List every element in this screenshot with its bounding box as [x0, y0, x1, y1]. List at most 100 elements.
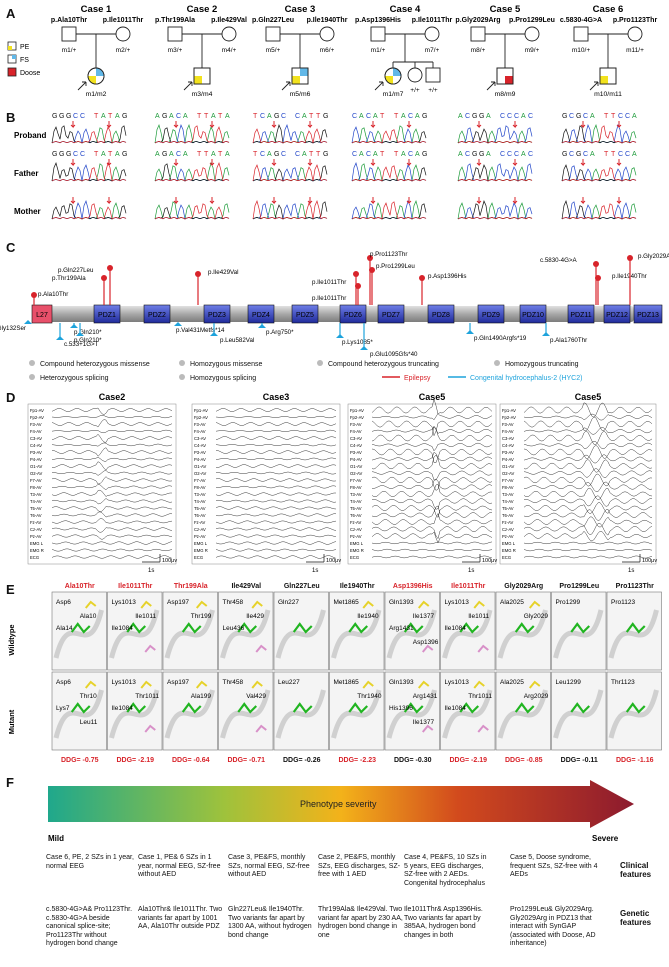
- base-letter: T: [611, 151, 616, 158]
- structure-cell: [606, 591, 662, 671]
- domain-label: PDZ5: [296, 312, 314, 319]
- eeg-title: Case3: [263, 392, 290, 402]
- genetic-features-label: Genetic features: [620, 909, 652, 927]
- eeg-trace: [371, 476, 493, 491]
- variant-arrow: [173, 121, 179, 129]
- variant-label-below: p.Lys1085*: [342, 339, 373, 346]
- mother-genotype: m9/+: [525, 47, 540, 54]
- structure-cell: [51, 591, 107, 671]
- structure-header: Ile429Val: [231, 583, 261, 590]
- base-letter: T: [218, 151, 223, 158]
- variant-arrow: [209, 121, 215, 129]
- base-letter: T: [309, 151, 314, 158]
- father-variant: p.Gly2029Arg: [455, 17, 500, 24]
- eeg-trace: [523, 516, 653, 528]
- trace-C: [561, 201, 637, 220]
- structure-header: Asp1396His: [393, 583, 433, 590]
- base-letter: A: [632, 151, 637, 158]
- hyc2-marker: [76, 332, 84, 336]
- trace-T: [351, 129, 427, 144]
- hyc2-marker: [336, 334, 344, 338]
- eeg-trace: [523, 555, 653, 559]
- structure-cell: [218, 671, 274, 751]
- ribbon: [442, 609, 493, 659]
- scale-amp-label: 100μv: [482, 558, 497, 564]
- channel-label: C4-AV: [194, 443, 206, 448]
- base-letter: C: [465, 113, 470, 120]
- base-letter: A: [169, 151, 174, 158]
- variant-label-below: p.Leu582Val: [220, 337, 254, 344]
- channel-label: EMG L: [30, 541, 44, 546]
- domain-pdz6: [339, 304, 367, 324]
- father-variant: p.Gln227Leu: [252, 17, 294, 24]
- partner-stick: [251, 600, 263, 609]
- structure-cell: [107, 671, 163, 751]
- residue-stick: [570, 622, 591, 634]
- father-genotype: m5/+: [266, 47, 281, 54]
- base-letter: C: [295, 151, 300, 158]
- eeg-trace: [523, 440, 653, 450]
- base-letter: C: [281, 113, 286, 120]
- severe-label: Severe: [592, 834, 619, 843]
- eeg-title: Case5: [419, 392, 446, 402]
- eeg-trace: [215, 415, 337, 419]
- legend-symbol: [29, 374, 35, 380]
- eeg-trace: [215, 548, 337, 552]
- eeg-trace: [215, 478, 337, 482]
- trace-A: [351, 200, 427, 220]
- base-letter: A: [169, 113, 174, 120]
- fs-fill: [300, 68, 308, 76]
- eeg-trace: [523, 430, 653, 445]
- base-letter: A: [521, 113, 526, 120]
- eeg-trace: [523, 523, 653, 536]
- proband-arrow: [281, 81, 291, 91]
- eeg-trace: [215, 499, 337, 503]
- structure-cell: [384, 671, 440, 751]
- base-letter: A: [359, 151, 364, 158]
- epilepsy-marker: [369, 267, 375, 273]
- variant-arrow: [209, 197, 215, 205]
- channel-label: T4-AV: [350, 499, 362, 504]
- base-letter: T: [197, 151, 202, 158]
- trace-T: [561, 203, 637, 220]
- channel-label: Fp2-AV: [194, 415, 208, 420]
- partner-stick-pink: [421, 724, 434, 733]
- father-variant: c.5830-4G>A: [560, 17, 602, 24]
- base-letter: A: [115, 151, 120, 158]
- trace-C: [457, 125, 533, 144]
- ddg-value: DDG= -2.19: [449, 757, 487, 764]
- base-letter: C: [281, 151, 286, 158]
- residue-label: Arg1431: [413, 693, 438, 700]
- structure-header: Pro1299Leu: [559, 583, 599, 590]
- proband-outline: [87, 67, 105, 85]
- base-letter: T: [604, 151, 609, 158]
- trace-G: [154, 207, 230, 220]
- base-letter: G: [66, 113, 71, 120]
- panel-d-eeg: Case2Fp1-AVFp2-AVF3-AVF4-AVC3-AVC4-AVP3-…: [27, 392, 657, 574]
- channel-label: F8-AV: [194, 485, 206, 490]
- variant-arrow: [370, 159, 376, 167]
- ddg-value: DDG= -0.30: [394, 757, 432, 764]
- channel-label: F4-AV: [350, 429, 362, 434]
- variant-label-below: p.Gln210*: [74, 337, 102, 344]
- base-letter: A: [302, 113, 307, 120]
- mother-symbol: [221, 26, 237, 42]
- channel-label: F8-AV: [502, 485, 514, 490]
- channel-label: T4-AV: [502, 499, 514, 504]
- structure-header: Gln227Leu: [284, 583, 320, 590]
- base-letter: A: [590, 151, 595, 158]
- variant-arrow: [580, 159, 586, 167]
- eeg-trace: [51, 461, 173, 471]
- base-letter: A: [458, 151, 463, 158]
- residue-stick: [126, 702, 147, 714]
- proband-arrow: [374, 81, 384, 91]
- base-letter: A: [183, 151, 188, 158]
- base-letter: C: [465, 151, 470, 158]
- partner-stick: [195, 600, 208, 609]
- trace-T: [457, 179, 533, 182]
- channel-label: Fp2-AV: [350, 415, 364, 420]
- base-letter: A: [521, 151, 526, 158]
- ribbon: [386, 609, 437, 659]
- channel-label: Cz-AV: [502, 527, 514, 532]
